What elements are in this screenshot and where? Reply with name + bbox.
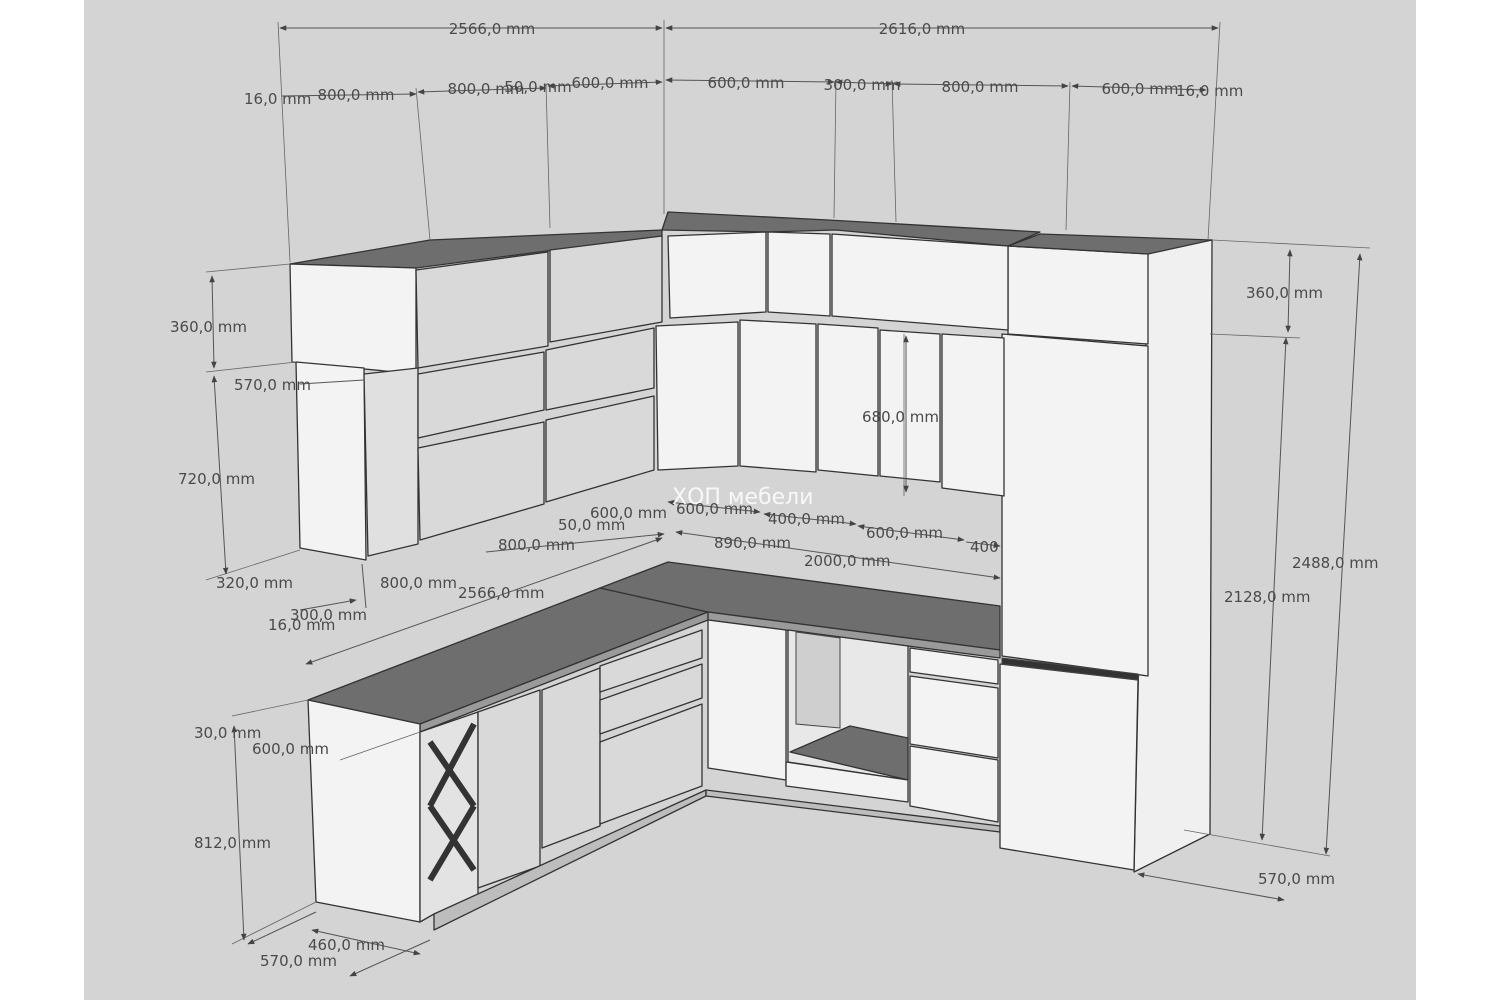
dim-base-depth-460: 460,0 mm [308, 936, 385, 954]
dim-left-depth-upper: 570,0 mm [234, 376, 311, 394]
dim-mid-890: 890,0 mm [714, 534, 791, 552]
back-base-run [599, 561, 1001, 833]
dim-left-mezzanine-height: 360,0 mm [170, 318, 247, 336]
dim-left-16: 16,0 mm [268, 616, 335, 634]
dim-top-right-600-a: 600,0 mm [708, 74, 785, 92]
dim-mid-2000: 2000,0 mm [804, 552, 890, 570]
dim-top-left-800-b: 800,0 mm [448, 80, 525, 98]
back-mezz-door-1 [767, 231, 831, 317]
tall-lower-door [999, 663, 1139, 871]
dim-right-mezzanine-height: 360,0 mm [1246, 284, 1323, 302]
back-upper-run [655, 211, 1041, 497]
end-panel-front [307, 699, 421, 923]
dimension-lines [209, 25, 1363, 977]
dim-top-left-total: 2566,0 mm [449, 20, 535, 38]
dim-left-upper-height: 720,0 mm [178, 470, 255, 488]
dim-top-right-total: 2616,0 mm [879, 20, 965, 38]
dim-top-right-800: 800,0 mm [942, 78, 1019, 96]
dim-top-left-600: 600,0 mm [572, 74, 649, 92]
base-drawer-3 [599, 703, 703, 825]
dim-mid-680: 680,0 mm [862, 408, 939, 426]
left-upper-inner-side [363, 367, 419, 557]
dim-left-300: 300,0 mm [290, 606, 367, 624]
back-upper-door-1 [739, 319, 817, 473]
dimension-labels: 2566,0 mm 2616,0 mm 16,0 mm 800,0 mm 800… [170, 20, 1378, 970]
corner-mezz-door [667, 231, 767, 319]
left-upper-door-4 [545, 395, 655, 503]
dim-right-depth: 570,0 mm [1258, 870, 1335, 888]
dim-top-left-800-a: 800,0 mm [318, 86, 395, 104]
back-drawer-1 [909, 647, 999, 685]
dim-top-right-600-b: 600,0 mm [1102, 80, 1179, 98]
base-door-2 [541, 667, 601, 849]
dim-mid-600-c: 600,0 mm [866, 524, 943, 542]
dim-right-column-height: 2128,0 mm [1224, 588, 1310, 606]
back-upper-door-2 [817, 323, 879, 477]
dim-base-depth-570: 570,0 mm [260, 952, 337, 970]
base-door-1 [477, 689, 541, 889]
dim-top-panel-right: 16,0 mm [1176, 82, 1243, 100]
left-upper-door-3 [417, 421, 545, 541]
dim-top-right-300: 300,0 mm [824, 76, 901, 94]
back-countertop-front-edge [707, 611, 1001, 659]
dim-base-height: 812,0 mm [194, 834, 271, 852]
dim-bottom-left-length: 2566,0 mm [458, 584, 544, 602]
oven-niche-shelf [789, 725, 909, 781]
back-drawer-2 [909, 675, 999, 759]
left-mezz-side [289, 263, 417, 375]
watermark: ХОП мебели [672, 485, 814, 510]
tall-column [999, 233, 1213, 873]
dim-left-under-800-b: 800,0 mm [498, 536, 575, 554]
dim-top-panel-left: 16,0 mm [244, 90, 311, 108]
dim-mid-400: 400,0 mm [768, 510, 845, 528]
dim-left-under-800-a: 800,0 mm [380, 574, 457, 592]
dim-top-left-50: 50,0 mm [504, 78, 571, 96]
corner-upper-door [655, 321, 739, 471]
base-drawer-2 [599, 663, 703, 735]
back-drawer-3 [909, 745, 999, 823]
oven-niche-back [795, 631, 841, 729]
left-upper-door-2 [545, 327, 655, 411]
back-upper-door-4 [941, 333, 1005, 497]
tall-lower-handle [1001, 657, 1139, 681]
left-mezz-door-1 [415, 251, 549, 369]
oven-plinth-drawer [785, 761, 909, 803]
back-mezz-door-2 [831, 233, 1009, 331]
tall-upper-door [1001, 333, 1149, 677]
dim-base-depth-600: 600,0 mm [252, 740, 329, 758]
back-upper-door-3 [879, 329, 941, 483]
left-upper-run [289, 229, 663, 561]
back-upper-top [661, 211, 1041, 247]
dim-mid-50: 50,0 mm [558, 516, 625, 534]
tall-mezzanine [1007, 245, 1149, 345]
dim-mid-600-b: 600,0 mm [676, 500, 753, 518]
dim-left-upper-depth: 320,0 mm [216, 574, 293, 592]
corner-base-door [707, 619, 787, 781]
dim-right-total-height: 2488,0 mm [1292, 554, 1378, 572]
dim-countertop-thickness: 30,0 mm [194, 724, 261, 742]
wine-rack-lattice [427, 722, 477, 882]
left-upper-door-1 [417, 351, 545, 439]
left-mezz-door-2 [549, 235, 663, 343]
dim-mid-400-b: 400 [970, 538, 999, 556]
dim-mid-600-a: 600,0 mm [590, 504, 667, 522]
